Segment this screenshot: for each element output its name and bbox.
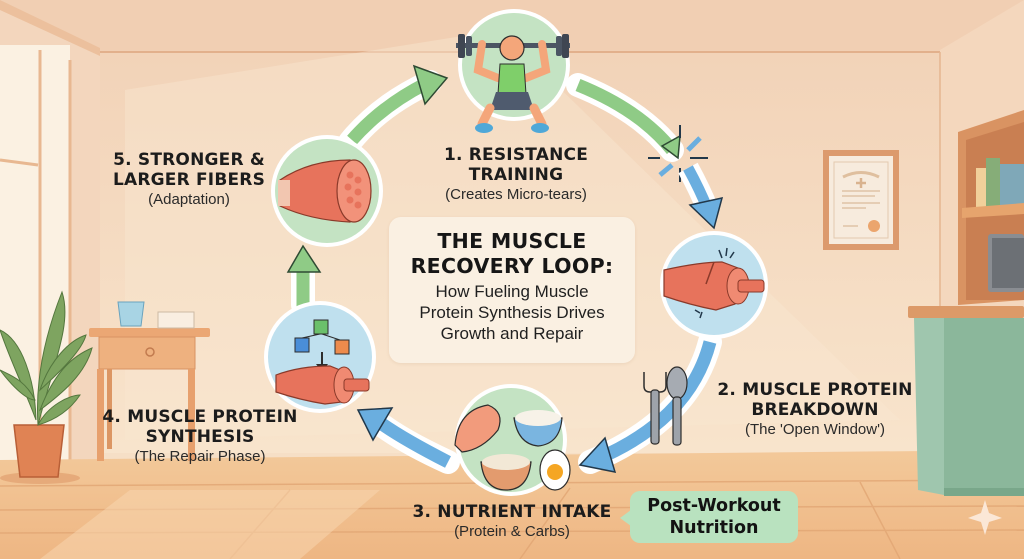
title-line-1: THE MUSCLE <box>437 229 587 253</box>
step-2-subtitle: (The 'Open Window') <box>745 421 885 438</box>
weightlifter-icon <box>456 34 570 133</box>
step-4-title-line-2: SYNTHESIS <box>145 427 255 447</box>
step-5-title-line-1: 5. STRONGER & <box>113 150 265 170</box>
amino-acid-muscle-icon <box>275 319 370 405</box>
step-2-label: 2. MUSCLE PROTEIN BREAKDOWN (The 'Open W… <box>715 380 915 439</box>
side-table <box>89 301 210 461</box>
post-workout-nutrition-callout: Post-Workout Nutrition <box>630 491 798 543</box>
arrow-2-to-3 <box>578 330 722 474</box>
step-4-circle <box>264 301 376 413</box>
certificate-frame <box>823 150 899 250</box>
step-4-label: 4. MUSCLE PROTEIN SYNTHESIS (The Repair … <box>100 407 300 466</box>
step-3-title: 3. NUTRIENT INTAKE <box>412 502 612 522</box>
arrow-1-to-2 <box>566 73 684 162</box>
step-1-subtitle: (Creates Micro-tears) <box>445 186 587 203</box>
reception-desk <box>908 306 1024 496</box>
arrow-3-to-4 <box>356 407 460 474</box>
potted-plant <box>0 290 93 484</box>
subtitle-line-3: Growth and Repair <box>440 324 584 343</box>
arrow-5-to-1 <box>338 64 449 154</box>
floor-rug <box>40 490 380 559</box>
torn-muscle-icon <box>663 247 765 319</box>
step-2-title-line-1: 2. MUSCLE PROTEIN <box>717 380 913 400</box>
title-card: THE MUSCLE RECOVERY LOOP: How Fueling Mu… <box>389 217 635 363</box>
muscle-fiber-icon <box>278 159 372 223</box>
step-4-title-line-1: 4. MUSCLE PROTEIN <box>102 407 298 427</box>
sparkle-icon <box>968 500 1002 535</box>
step-1-circle <box>456 9 570 133</box>
window-pane <box>0 158 39 167</box>
step-5-label: 5. STRONGER & LARGER FIBERS (Adaptation) <box>104 150 274 209</box>
fork-and-spoon-icon <box>643 366 688 446</box>
subtitle-line-2: Protein Synthesis Drives <box>419 303 605 322</box>
arrow-4-to-5 <box>286 244 322 317</box>
callout-line-1: Post-Workout <box>647 496 781 516</box>
step-1-title: 1. RESISTANCE TRAINING <box>443 145 589 185</box>
step-1-label: 1. RESISTANCE TRAINING (Creates Micro-te… <box>396 145 636 204</box>
callout-pointer <box>620 510 631 526</box>
callout-line-2: Nutrition <box>669 518 759 538</box>
food-plate-icon <box>454 404 571 491</box>
step-2-circle <box>660 231 768 339</box>
step-5-subtitle: (Adaptation) <box>148 191 230 208</box>
step-3-subtitle: (Protein & Carbs) <box>454 523 570 540</box>
bookshelf <box>958 110 1024 305</box>
arrow-into-2 <box>678 162 724 230</box>
step-4-subtitle: (The Repair Phase) <box>134 448 266 465</box>
step-3-label: 3. NUTRIENT INTAKE (Protein & Carbs) <box>412 502 612 541</box>
title-line-2: RECOVERY LOOP: <box>410 254 614 278</box>
step-5-title-line-2: LARGER FIBERS <box>112 170 266 190</box>
subtitle-line-1: How Fueling Muscle <box>435 282 589 301</box>
step-2-title-line-2: BREAKDOWN <box>751 400 879 420</box>
step-3-circle <box>454 384 571 496</box>
window-trim <box>0 0 100 56</box>
step-5-circle <box>271 135 383 247</box>
